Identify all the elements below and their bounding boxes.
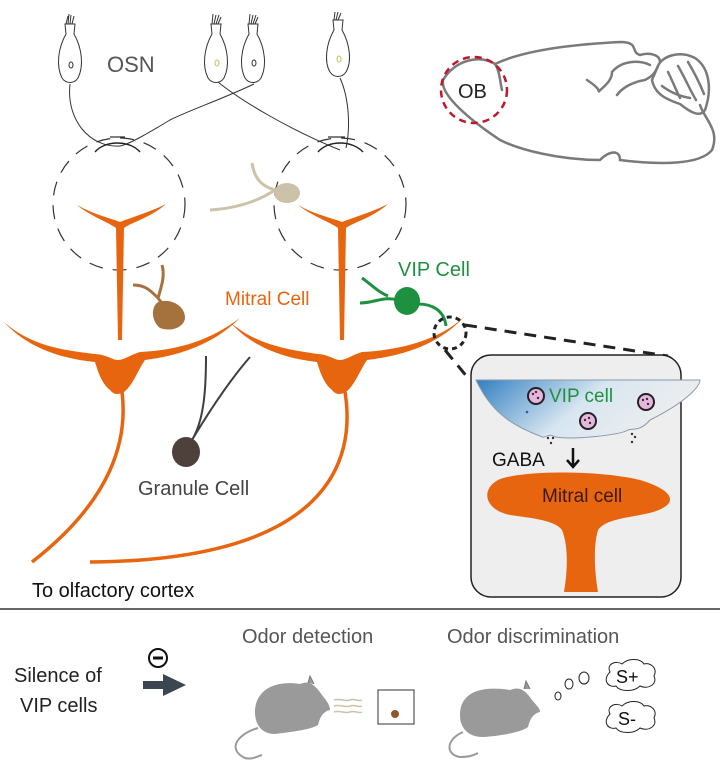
mouse-discrimination [448,679,540,759]
ob-label: OB [458,81,487,103]
vip-cell-label: VIP Cell [398,259,470,281]
granule-cell [172,355,251,467]
vesicle [579,412,597,430]
to-cortex-label: To olfactory cortex [32,580,194,602]
inset-mitral-cell [487,472,670,592]
periglomerular-cell [132,264,185,330]
inset-vip-label: VIP cell [549,386,613,407]
odor-source-box [377,689,415,725]
gaba-label: GABA [492,450,545,471]
vesicle [637,393,655,411]
zoom-connector-lines [443,323,669,379]
osn-neuron [241,13,265,83]
synapse-zoom-circle [432,315,468,351]
osn-neuron [326,11,350,149]
mitral-cell [89,204,465,564]
synaptic-vesicles [527,387,655,430]
short-axon-cell [209,162,300,212]
vesicle [527,387,545,405]
osn-group [58,11,350,151]
ob-highlight-circle [439,55,509,125]
vip-cell [359,276,448,327]
mouse-detection [234,674,415,760]
odor-detection-label: Odor detection [242,626,373,648]
s-plus-label: S+ [616,667,639,687]
mitral-cell [4,204,240,564]
osn-label: OSN [107,52,155,77]
odor-source [391,710,399,718]
mitral-cells [4,204,465,564]
inset-mitral-label: Mitral cell [542,486,622,507]
osn-neuron [58,13,121,147]
thought-bubbles [554,671,590,701]
silence-label-line1: Silence of [14,665,102,687]
inhibit-icon [148,648,168,668]
s-minus-label: S- [618,709,636,729]
granule-cell-label: Granule Cell [138,478,249,500]
cloud-s-minus: S- [605,701,656,733]
silence-label-line2: VIP cells [20,695,97,717]
odor-discrimination-label: Odor discrimination [447,626,619,648]
arrow-right-icon [143,674,186,696]
synapse-inset: VIP cell GABA Mitral cell [470,354,701,598]
osn-neuron [204,13,228,83]
gaba-arrow-icon [566,448,580,469]
cloud-s-plus: S+ [605,659,656,691]
glomeruli [52,137,407,271]
mitral-cell-label: Mitral Cell [225,289,309,310]
